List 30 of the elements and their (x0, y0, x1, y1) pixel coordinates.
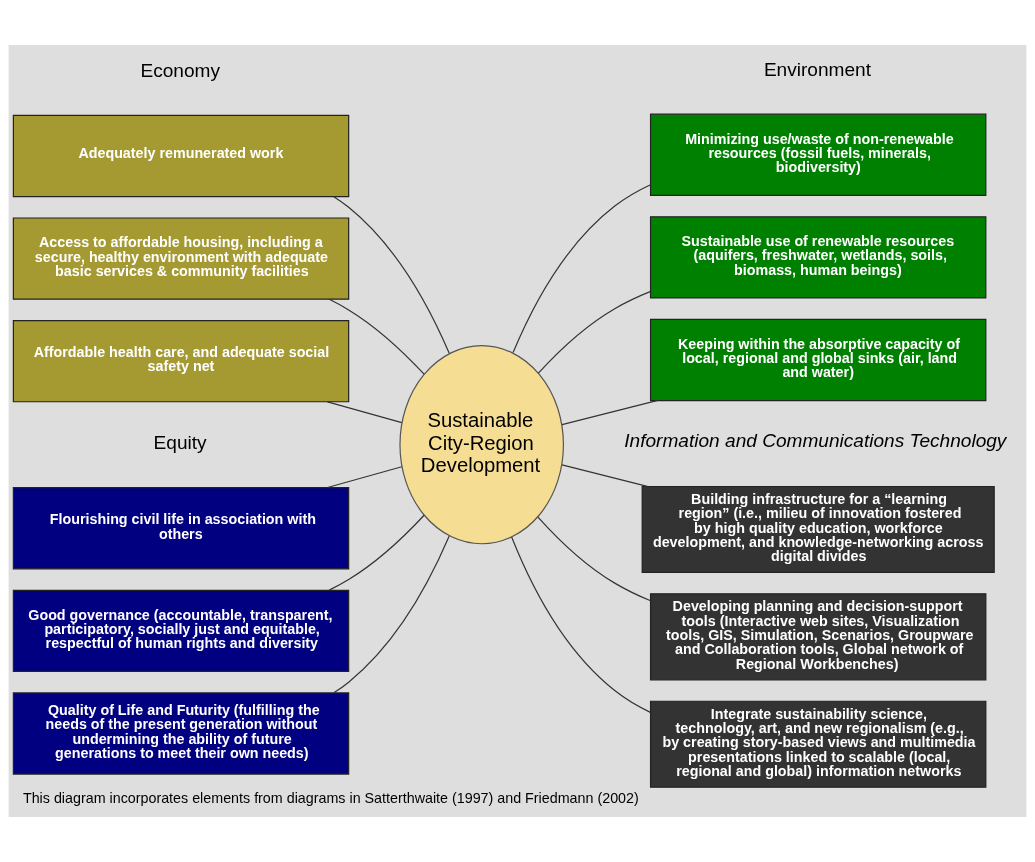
node-box: Developing planning and decision-support tools (Interactive web sites, Visualization tools, GIS, Simulation, Scenarios, Groupware and Collaboration tools, Global network of Regional Workbenches) (649, 593, 987, 681)
connector (537, 516, 651, 602)
label: Equity (153, 432, 207, 454)
node-box: Flourishing civil life in association with others (12, 487, 350, 570)
connector (561, 464, 648, 487)
node-ellipse: Sustainable City-Region Development (399, 345, 565, 545)
node-box: Good governance (accountable, transparent, participatory, socially just and equitable, respectful of human rights and diversity (12, 589, 350, 673)
node-box: Adequately remunerated work (12, 114, 350, 198)
connector (511, 536, 651, 713)
node-box: Affordable health care, and adequate social safety net (12, 320, 350, 403)
node-box: Access to affordable housing, including a secure, healthy environment with adequate basic services & community facilities (12, 217, 350, 300)
connector (561, 400, 658, 426)
node-box: Quality of Life and Futurity (fulfilling the needs of the present generation without undermining the ability of future generations to meet their own needs) (12, 692, 350, 775)
connector (328, 514, 425, 591)
node-box: Keeping within the absorptive capacity of local, regional and global sinks (air, land and water) (649, 318, 987, 402)
node-box: Minimizing use/waste of non-renewable resources (fossil fuels, minerals, biodiversity) (649, 113, 987, 196)
connector (328, 298, 425, 375)
connector (537, 291, 651, 374)
connector (333, 196, 450, 354)
node-box: Building infrastructure for a “learning region” (i.e., milieu of innovation fostered by high quality education, workforce development, and knowledge-networking across digital divides (641, 485, 995, 573)
label: Economy (140, 59, 220, 81)
connector (326, 401, 403, 424)
connector (512, 184, 652, 354)
connector (326, 466, 403, 489)
label: Information and Communications Technology (624, 429, 1007, 451)
connector (333, 535, 450, 694)
label: Environment (763, 58, 872, 80)
node-box: Integrate sustainability science, technology, art, and new regionalism (e.g., by creating story-based views and multimedia presentations linked to scalable (local, regional and global) information networks (649, 700, 987, 788)
node-box: Sustainable use of renewable resources (aquifers, freshwater, wetlands, soils, biomass, human beings) (649, 216, 987, 299)
caption: This diagram incorporates elements from diagrams in Satterthwaite (1997) and Friedmann (2002) (22, 790, 639, 807)
